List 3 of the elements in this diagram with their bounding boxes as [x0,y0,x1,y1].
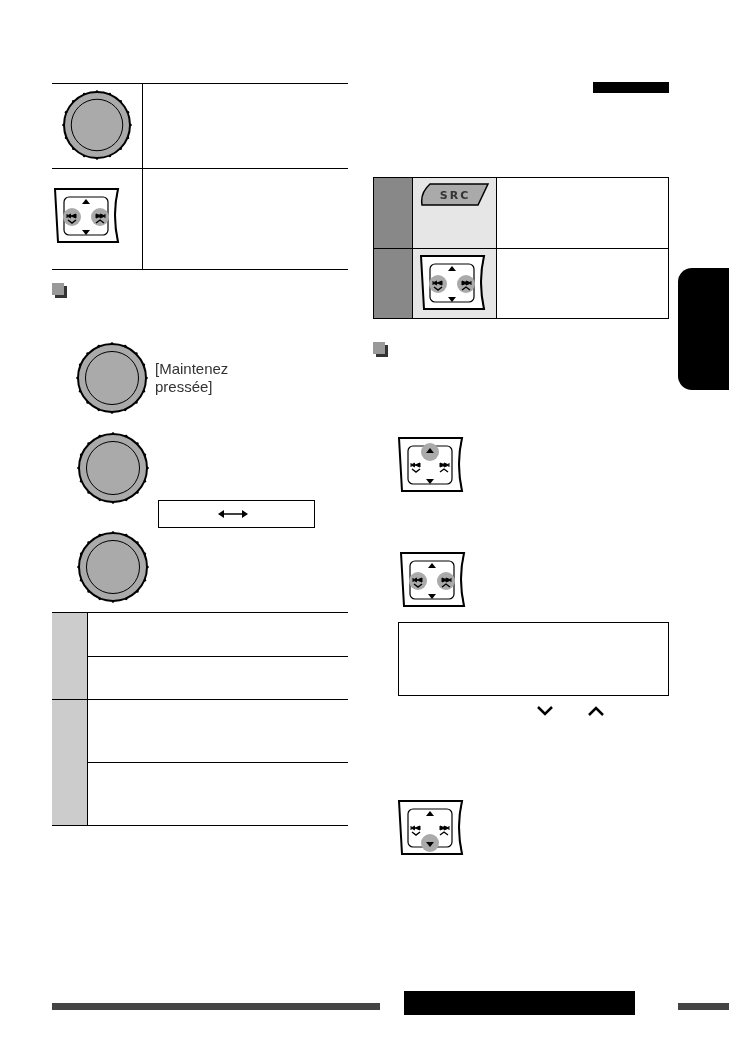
display-box [398,622,669,696]
side-tab [678,268,729,390]
instruction-text: [Maintenez pressée] [155,360,230,396]
